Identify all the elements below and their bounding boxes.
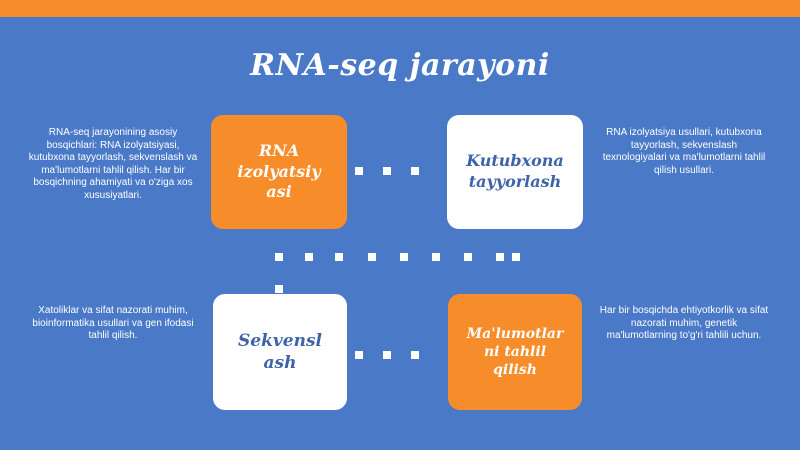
step-3-description: Xatoliklar va sifat nazorati muhim, bioi… [32, 305, 194, 341]
connector-dot [383, 167, 391, 175]
connector-dot [496, 253, 504, 261]
step-1-description: RNA-seq jarayonining asosiy bosqichlari:… [28, 127, 198, 201]
connector-dot [400, 253, 408, 261]
connector-dot [275, 285, 283, 293]
step-2-label: Kutubxona tayyorlash [466, 151, 564, 191]
connector-dot [355, 167, 363, 175]
connector-dot [383, 351, 391, 359]
connector-dot [432, 253, 440, 261]
connector-dot [275, 253, 283, 261]
step-4-label: Ma'lumotlar ni tahlil qilish [466, 325, 564, 379]
connector-dot [335, 253, 343, 261]
step-2-description: RNA izolyatsiya usullari, kutubxona tayy… [602, 127, 766, 176]
step-1-box: RNA izolyatsiy asi [211, 115, 347, 229]
connector-dot [355, 351, 363, 359]
step-4-description: Har bir bosqichda ehtiyotkorlik va sifat… [599, 305, 769, 341]
connector-dot [368, 253, 376, 261]
connector-dot [305, 253, 313, 261]
connector-dot [411, 167, 419, 175]
step-3-label: Sekvensl ash [238, 330, 322, 373]
step-1-label: RNA izolyatsiy asi [237, 140, 321, 202]
top-accent-bar [0, 0, 800, 17]
step-4-box: Ma'lumotlar ni tahlil qilish [448, 294, 582, 410]
page-title: RNA-seq jarayoni [250, 48, 550, 83]
step-3-box: Sekvensl ash [213, 294, 347, 410]
connector-dot [512, 253, 520, 261]
step-2-box: Kutubxona tayyorlash [447, 115, 583, 229]
connector-dot [464, 253, 472, 261]
connector-dot [411, 351, 419, 359]
